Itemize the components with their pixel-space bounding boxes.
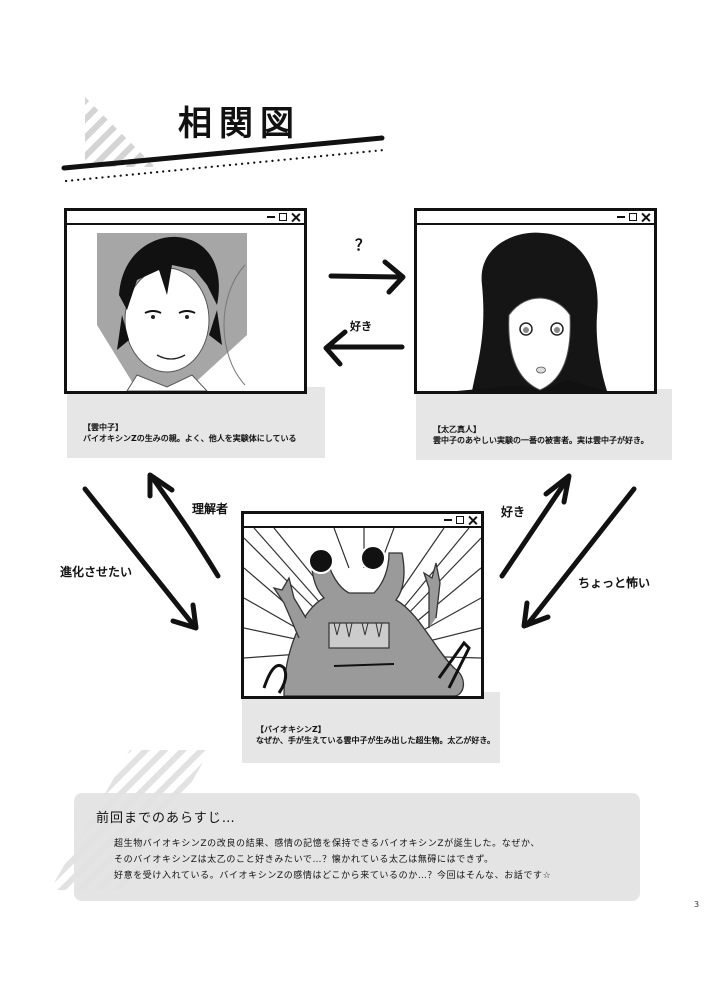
minimize-icon (444, 519, 452, 521)
maximize-icon (629, 213, 637, 221)
character-window-taiotsu (414, 208, 657, 394)
character-description: 雲中子のあやしい実験の一番の被害者。実は雲中子が好き。 (433, 436, 649, 445)
character-card-bioxin (242, 692, 500, 763)
character-name: 【雲中子】 (83, 423, 123, 432)
minimize-icon (267, 216, 275, 218)
character-card-taiotsu (416, 389, 672, 460)
relation-label-bioxin-to-unchuuko: 理解者 (192, 502, 229, 516)
character-card-unchuuko (67, 387, 325, 458)
page-title: 相関図 (178, 104, 301, 144)
character-caption-bioxin: 【バイオキシンZ】 なぜか、手が生えている雲中子が生み出した超生物。太乙が好き。 (256, 724, 495, 746)
summary-title: 前回までのあらすじ… (96, 811, 236, 826)
maximize-icon (456, 516, 464, 524)
portrait-bioxin (244, 528, 481, 696)
summary-body: 超生物バイオキシンZの改良の結果、感情の記憶を保持できるバイオキシンZが誕生した… (114, 836, 551, 884)
summary-line: 超生物バイオキシンZの改良の結果、感情の記憶を保持できるバイオキシンZが誕生した… (114, 839, 540, 849)
relation-arrows (82, 259, 637, 631)
portrait-unchuuko (67, 225, 304, 391)
character-window-unchuuko (64, 208, 307, 394)
character-window-bioxin (241, 511, 484, 699)
maximize-icon (279, 213, 287, 221)
window-titlebar (244, 514, 481, 528)
character-description: バイオキシンZの生みの親。よく、他人を実験体にしている (83, 434, 297, 443)
character-caption-unchuuko: 【雲中子】 バイオキシンZの生みの親。よく、他人を実験体にしている (83, 422, 297, 444)
character-caption-taiotsu: 【太乙真人】 雲中子のあやしい実験の一番の被害者。実は雲中子が好き。 (433, 424, 649, 446)
minimize-icon (617, 216, 625, 218)
summary-box: 前回までのあらすじ… 超生物バイオキシンZの改良の結果、感情の記憶を保持できるバ… (74, 793, 640, 901)
relation-label-unchuuko-to-taiotsu: ？ (355, 236, 371, 254)
page-number: 3 (694, 900, 700, 909)
window-titlebar (67, 211, 304, 225)
summary-line: 好意を受け入れている。バイオキシンZの感情はどこから来ているのか…？今回はそんな… (114, 871, 552, 881)
title-underline (61, 135, 386, 183)
character-name: 【太乙真人】 (433, 425, 481, 434)
relation-label-taiotsu-to-unchuuko: 好き (350, 320, 372, 333)
character-description: なぜか、手が生えている雲中子が生み出した超生物。太乙が好き。 (256, 736, 496, 745)
relation-label-taiotsu-to-bioxin: ちょっと怖い (578, 576, 651, 590)
window-titlebar (417, 211, 654, 225)
relation-label-bioxin-to-taiotsu: 好き (501, 505, 526, 519)
character-name: 【バイオキシンZ】 (256, 725, 326, 734)
summary-line: そのバイオキシンZは太乙のこと好きみたいで…？懐かれている太乙は無碍にはできず。 (114, 855, 494, 865)
portrait-taiotsu (417, 225, 654, 391)
relation-label-unchuuko-to-bioxin: 進化させたい (60, 565, 133, 579)
